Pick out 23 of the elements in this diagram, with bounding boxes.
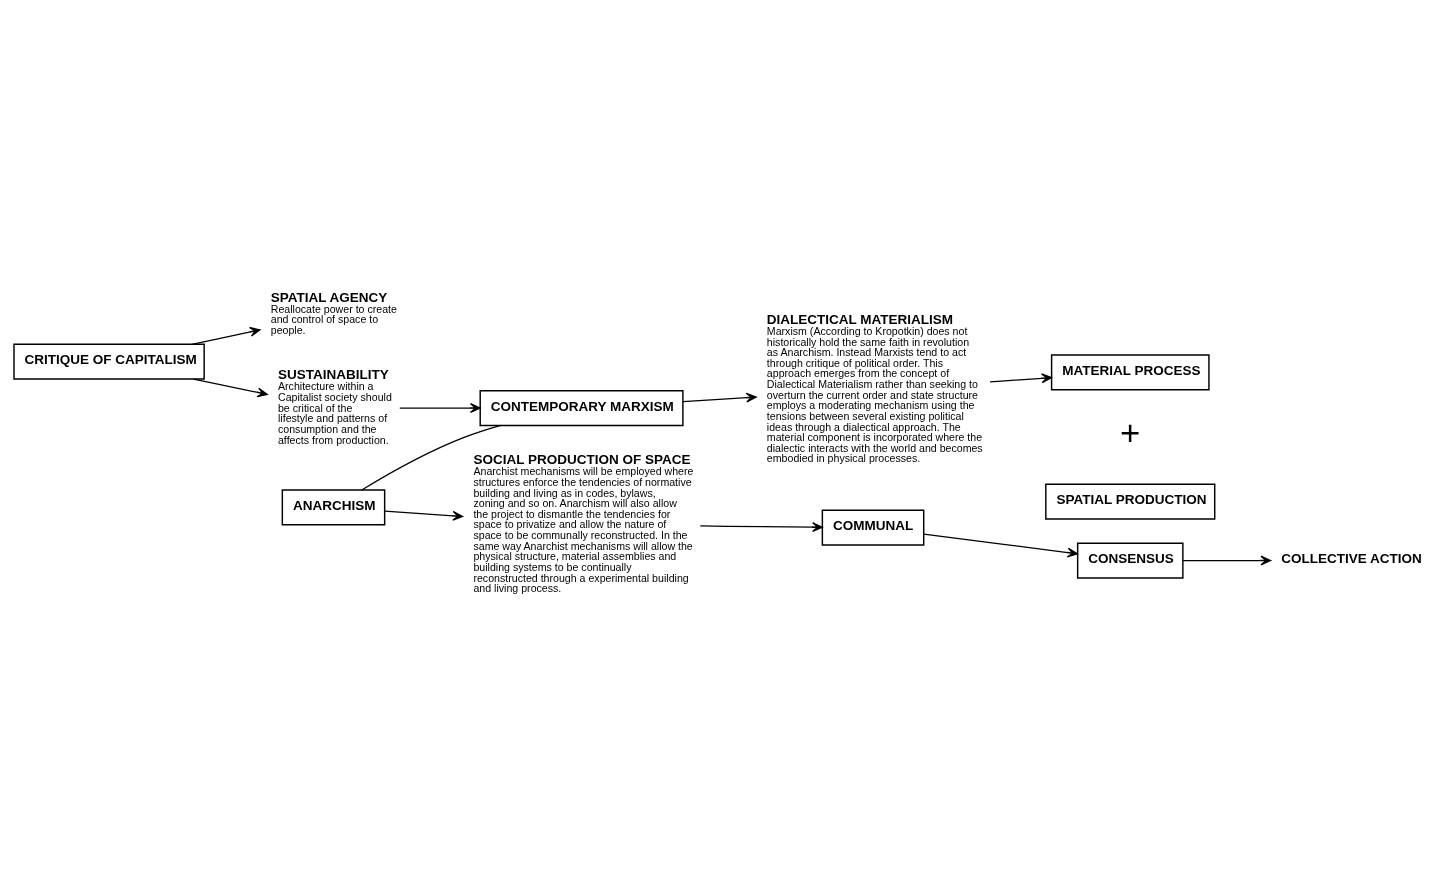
node-box: CONTEMPORARY MARXISM	[479, 389, 684, 427]
node-box: CONSENSUS	[1076, 542, 1184, 579]
node-text: SPATIAL AGENCY Reallocate power to create and control of space to people.	[270, 289, 397, 336]
node-text: SUSTAINABILITY Architecture within a Capitalist society should be critical of the lifestyle and patterns of consumption and the affects from production.	[277, 367, 392, 446]
node-box: MATERIAL PROCESS	[1050, 354, 1210, 391]
arrow	[1182, 555, 1272, 566]
arrow	[989, 373, 1053, 384]
node-box: SPATIAL PRODUCTION	[1045, 483, 1216, 520]
arrow	[384, 510, 464, 521]
arrow	[192, 378, 268, 398]
node-text: SOCIAL PRODUCTION OF SPACE Anarchist mechanisms will be employed where structures enforce the tendencies of normative building and living as in codes, bylaws, zoning and so on. Anarchism will also allow the project to dismantle the tendencies for space to privatize and allow the nature of space to be communally reconstructed. In the same way Anarchist mechanisms will allow the physical structure, material assemblies and building systems to be continually reconstructed through a experimental building and living process.	[473, 452, 694, 595]
arrow	[682, 392, 757, 403]
arrow	[399, 403, 481, 413]
arrow	[699, 522, 823, 533]
arrow	[923, 533, 1079, 558]
node-text: COLLECTIVE ACTION	[1281, 551, 1422, 567]
label: +	[1120, 414, 1141, 453]
node-box: ANARCHISM	[281, 489, 386, 526]
node-text: DIALECTICAL MATERIALISM Marxism (According to Kropotkin) does not historically hold the same faith in revolution as Anarchism. Instead Marxists tend to act through critique of political order. This approach emerges from the concept of Dialectical Materialism rather than seeking to overturn the current order and state structure employs a moderating mechanism using the tensions between several existing political ideas through a dialectical approach. The material component is incorporated where the dialectic interacts with the world and becomes embodied in physical processes.	[766, 311, 983, 465]
arrow	[191, 326, 261, 345]
connector	[361, 424, 502, 491]
node-box: COMMUNAL	[821, 509, 925, 546]
node-box: CRITIQUE OF CAPITALISM	[13, 343, 205, 380]
